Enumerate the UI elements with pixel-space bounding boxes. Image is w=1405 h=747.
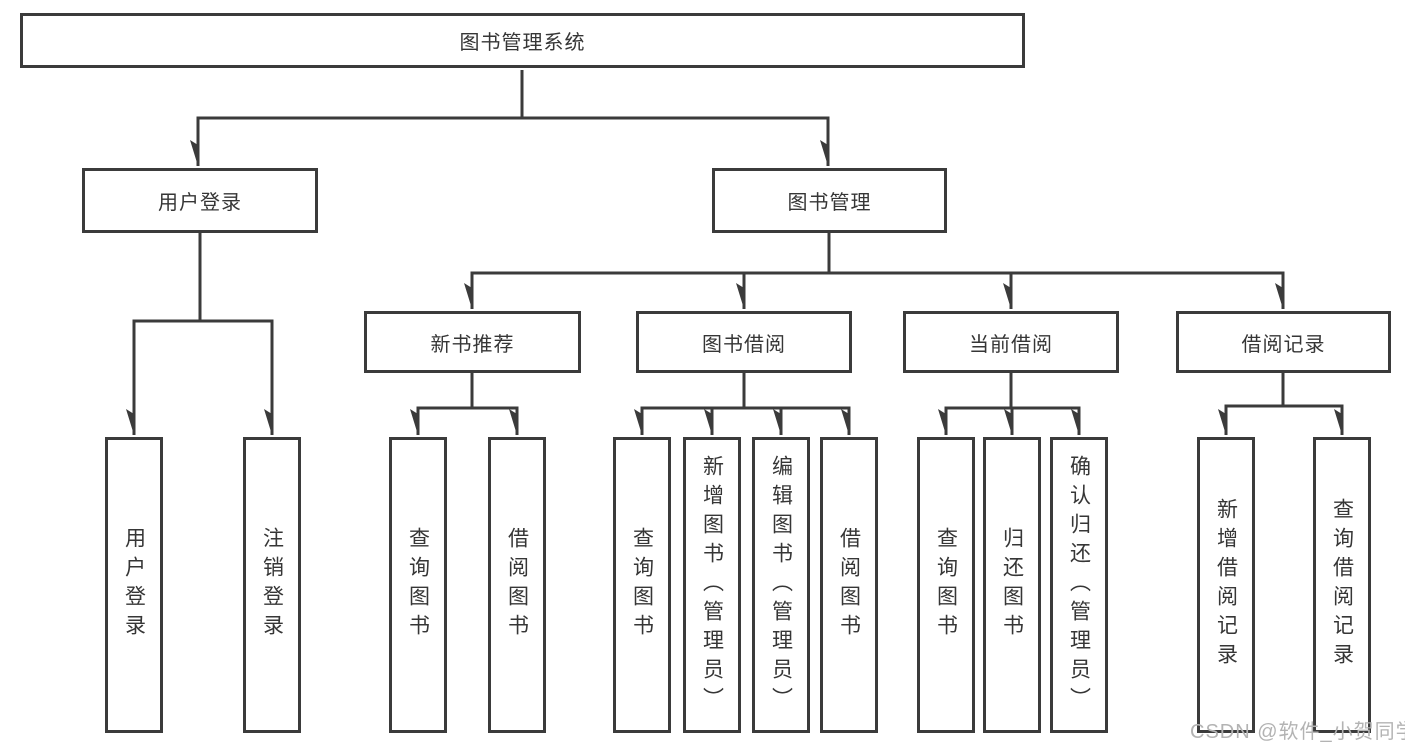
node-rec-query-books-label: 查询图书 [406, 527, 430, 643]
node-bb-borrow-books-label: 借阅图书 [837, 527, 861, 643]
node-leaf-logout: 注销登录 [243, 437, 301, 733]
node-bb-query-books: 查询图书 [613, 437, 671, 733]
node-current-borrow-label: 当前借阅 [969, 333, 1053, 356]
node-leaf-user-login-label: 用户登录 [122, 527, 146, 643]
node-bb-query-books-label: 查询图书 [630, 527, 654, 643]
node-book-mgmt-label: 图书管理 [787, 192, 872, 214]
node-bb-add-books: 新增图书（管理员） [683, 437, 741, 733]
node-rec-borrow-books-label: 借阅图书 [505, 527, 529, 643]
node-bb-add-books-label: 新增图书（管理员） [700, 454, 724, 716]
node-rec-borrow-books: 借阅图书 [488, 437, 546, 733]
node-borrow-records: 借阅记录 [1176, 311, 1391, 373]
node-leaf-logout-label: 注销登录 [260, 527, 284, 643]
node-cb-confirm-return-label: 确认归还（管理员） [1067, 454, 1091, 716]
node-cb-query-books-label: 查询图书 [934, 527, 958, 643]
node-current-borrow: 当前借阅 [903, 311, 1119, 373]
node-bb-borrow-books: 借阅图书 [820, 437, 878, 733]
node-root: 图书管理系统 [20, 13, 1025, 68]
node-cb-return-books: 归还图书 [983, 437, 1041, 733]
node-br-query-record-label: 查询借阅记录 [1330, 498, 1354, 672]
node-book-borrow-label: 图书借阅 [702, 333, 786, 356]
node-br-add-record-label: 新增借阅记录 [1214, 498, 1238, 672]
node-cb-confirm-return: 确认归还（管理员） [1050, 437, 1108, 733]
node-br-add-record: 新增借阅记录 [1197, 437, 1255, 733]
node-borrow-records-label: 借阅记录 [1241, 333, 1326, 356]
node-bb-edit-books-label: 编辑图书（管理员） [769, 454, 793, 716]
node-user-login: 用户登录 [82, 168, 318, 233]
node-bb-edit-books: 编辑图书（管理员） [752, 437, 810, 733]
node-br-query-record: 查询借阅记录 [1313, 437, 1371, 733]
node-book-mgmt: 图书管理 [712, 168, 947, 233]
node-root-label: 图书管理系统 [459, 32, 586, 54]
node-rec-query-books: 查询图书 [389, 437, 447, 733]
node-user-login-label: 用户登录 [158, 192, 242, 214]
node-leaf-user-login: 用户登录 [105, 437, 163, 733]
node-cb-return-books-label: 归还图书 [1000, 527, 1024, 643]
node-cb-query-books: 查询图书 [917, 437, 975, 733]
node-new-book-rec-label: 新书推荐 [430, 333, 515, 356]
csdn-watermark: CSDN @软件_小贺同学 [1190, 721, 1405, 743]
node-book-borrow: 图书借阅 [636, 311, 852, 373]
node-new-book-rec: 新书推荐 [364, 311, 581, 373]
